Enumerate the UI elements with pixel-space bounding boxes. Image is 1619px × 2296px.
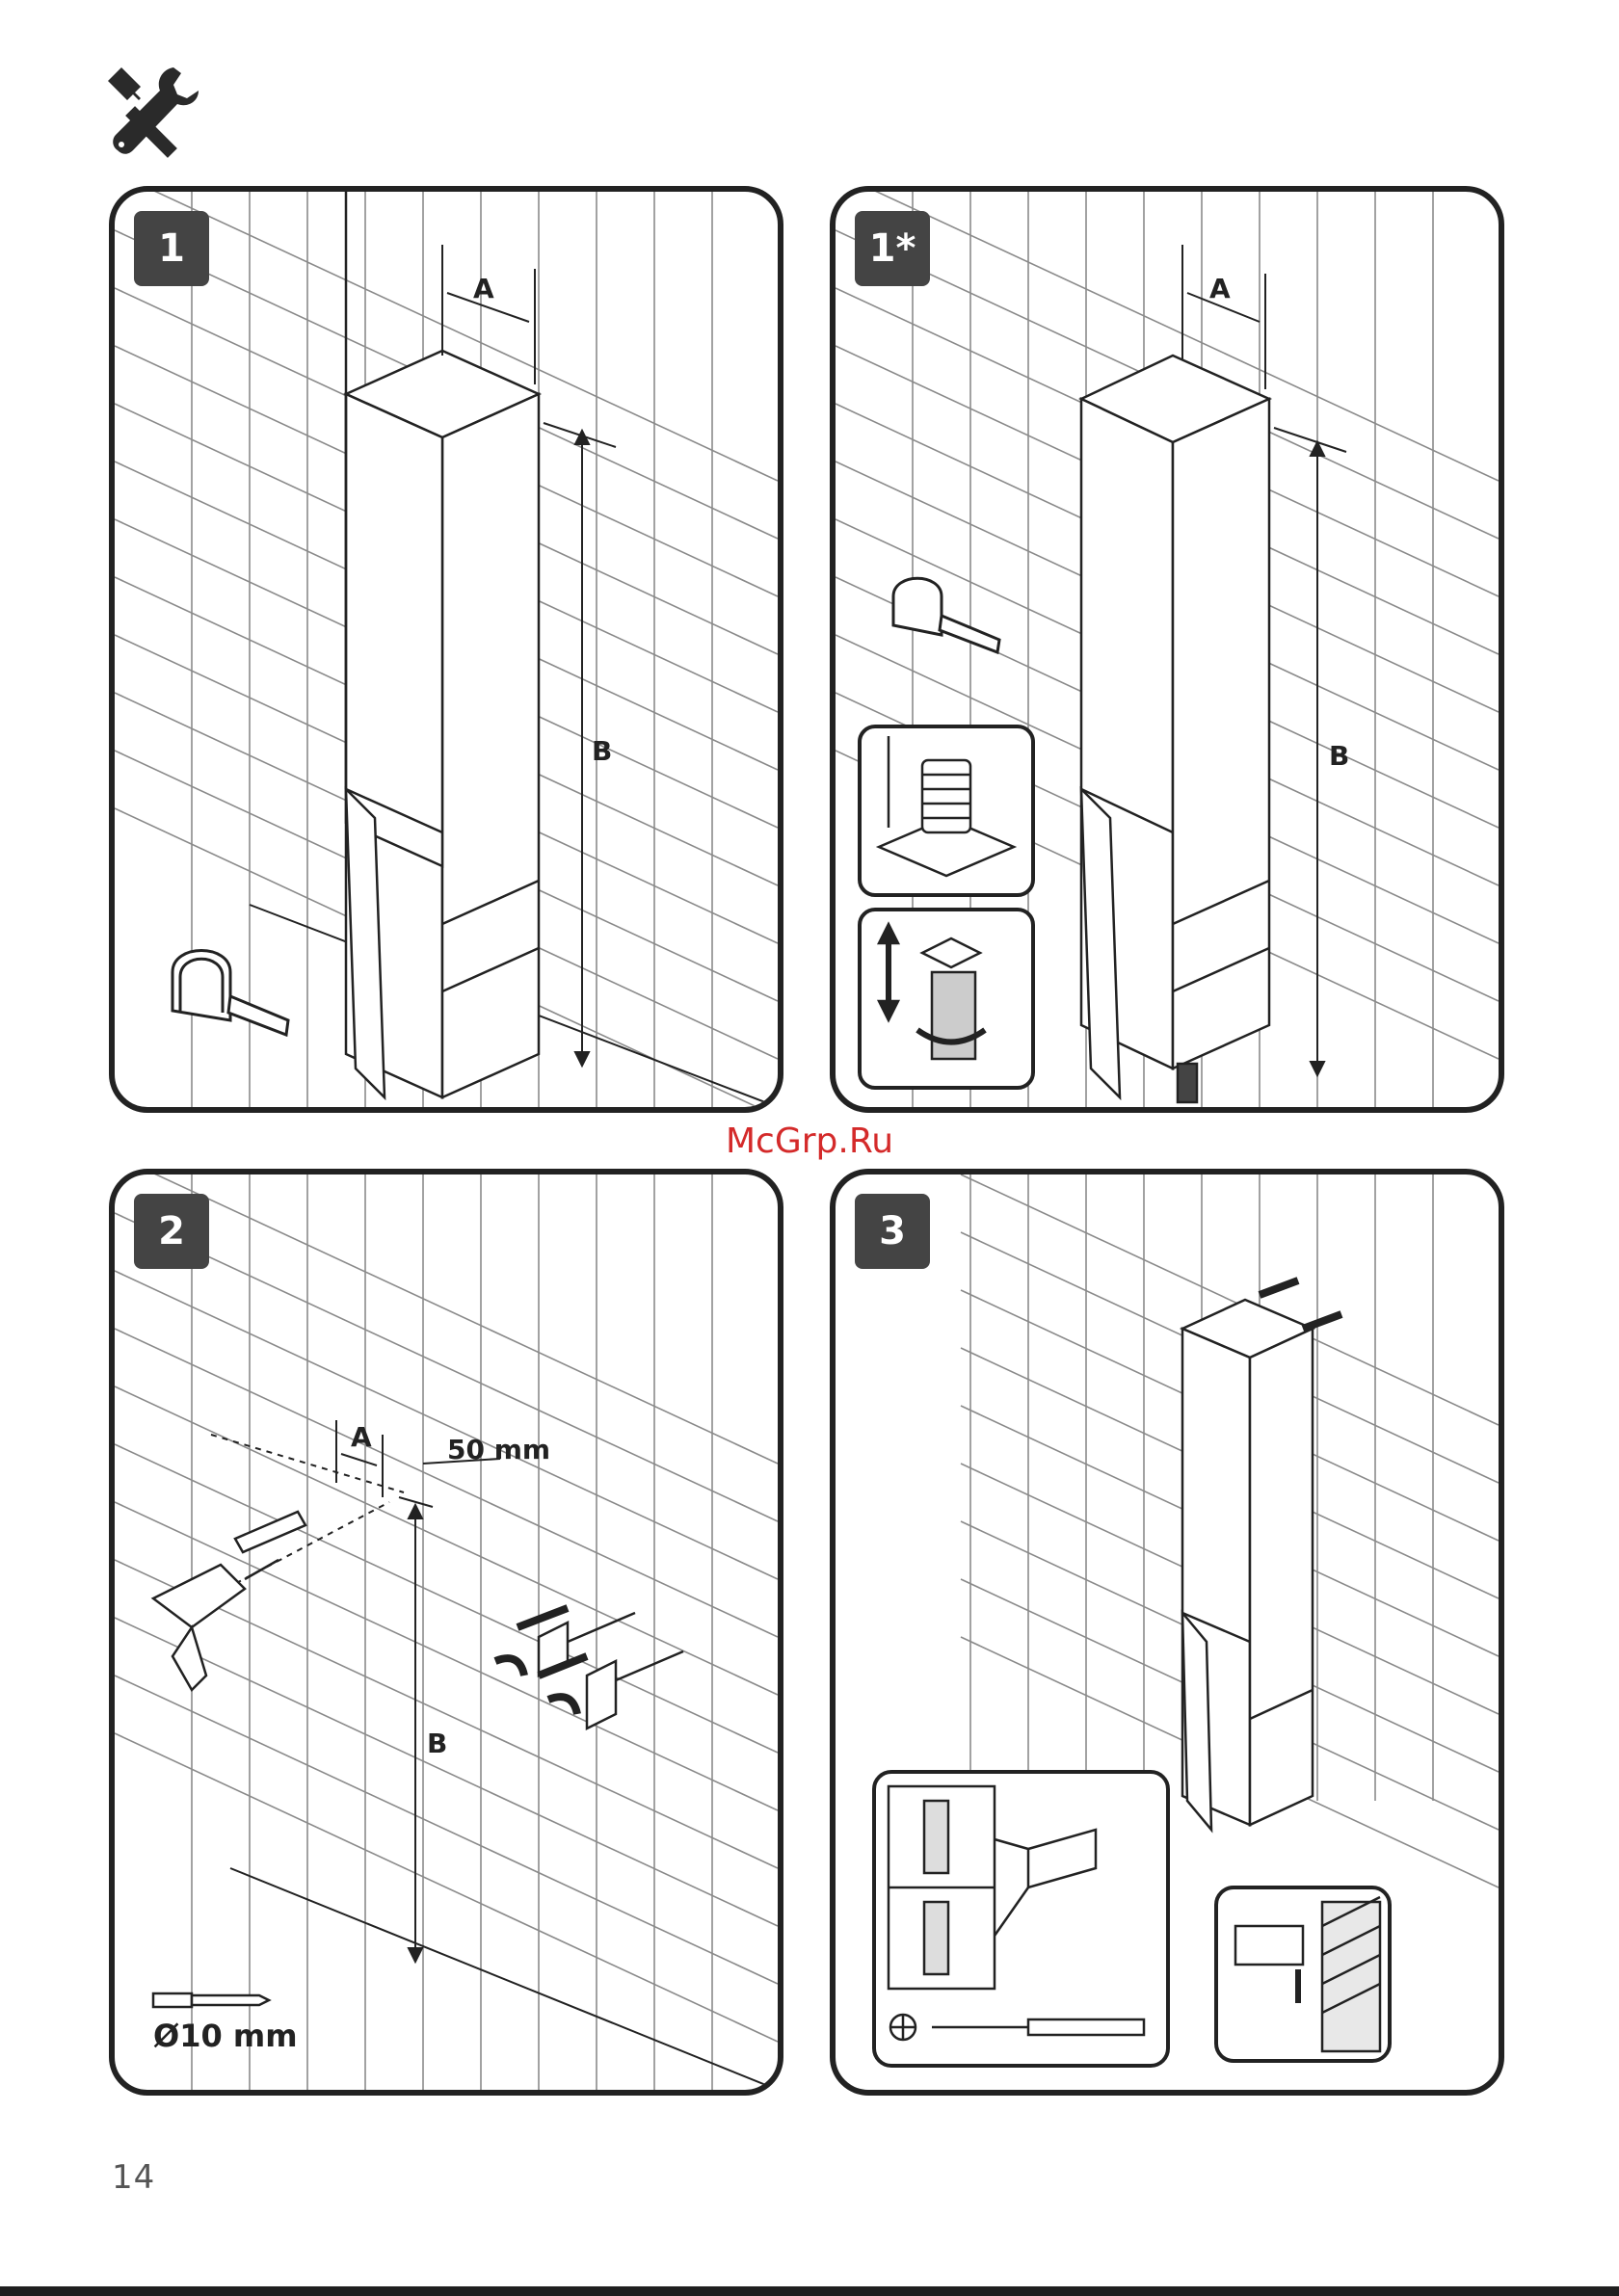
drill-bit-icon: [153, 1993, 269, 2007]
dimension-a-label: A: [1209, 273, 1231, 304]
dimension-a-label: A: [351, 1421, 372, 1453]
step-badge: 1*: [855, 211, 930, 286]
drill-size-label: Ø10 mm: [153, 2018, 298, 2054]
step-2-panel: A 50 mm B Ø10 mm: [109, 1169, 783, 2096]
step-badge: 2: [134, 1194, 209, 1269]
drill-icon: [153, 1560, 279, 1690]
step-badge: 1: [134, 211, 209, 286]
dimension-b-label: B: [592, 735, 612, 767]
dimension-b-label: B: [427, 1728, 447, 1759]
offset-label: 50 mm: [447, 1434, 550, 1465]
step-3-illustration: [836, 1174, 1499, 2090]
step-1-panel: A B 1: [109, 186, 783, 1113]
dimension-b-label: B: [1329, 740, 1349, 772]
dimension-a-label: A: [473, 273, 494, 304]
step-2-illustration: A 50 mm B Ø10 mm: [115, 1174, 778, 2090]
step-3-panel: 3: [830, 1169, 1504, 2096]
tools-icon: [104, 64, 200, 160]
step-1-illustration: A B: [115, 192, 778, 1107]
tape-measure-icon: [173, 951, 288, 1036]
step-1-alt-panel: A B 1*: [830, 186, 1504, 1113]
page-number: 14: [112, 2158, 155, 2197]
watermark-text: McGrp.Ru: [675, 1122, 944, 1161]
step-badge: 3: [855, 1194, 930, 1269]
wall-plug-icon: [235, 1512, 305, 1552]
footer-divider: [0, 2286, 1619, 2296]
tape-measure-icon: [893, 578, 999, 652]
step-1-alt-illustration: A B: [836, 192, 1499, 1107]
